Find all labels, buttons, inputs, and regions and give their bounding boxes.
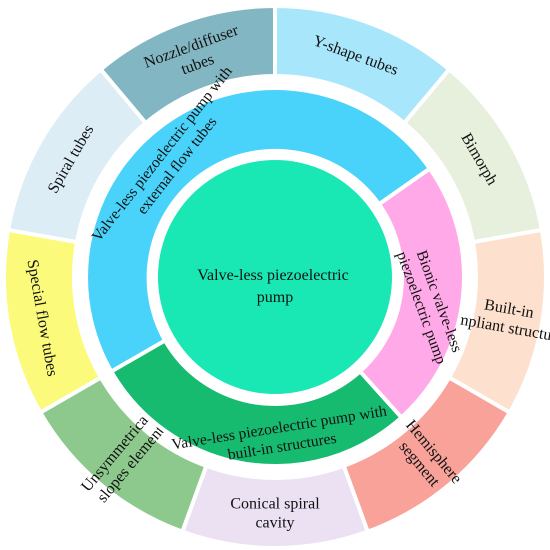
inner-segment-bionic [357, 165, 466, 421]
center-hub: Valve-less piezoelectric pump [158, 160, 392, 394]
center-label-line: pump [257, 289, 293, 306]
outer-segment-label-conical-spiral-cavity: Conical spiral cavity [230, 496, 320, 532]
inner-segment-built-in-structures [108, 333, 445, 468]
center-label: Valve-less piezoelectric pump [197, 267, 352, 306]
center-label-line: Valve-less piezoelectric [197, 267, 348, 284]
outer-segment-label-conical-spiral-cavity-line: cavity [255, 515, 294, 532]
inner-segment-external-flow-tubes [84, 86, 433, 389]
center-circle [158, 160, 392, 394]
outer-segment-nozzle-diffuser-tubes [97, 3, 277, 126]
outer-segment-label-conical-spiral-cavity-line: Conical spiral [230, 496, 320, 513]
